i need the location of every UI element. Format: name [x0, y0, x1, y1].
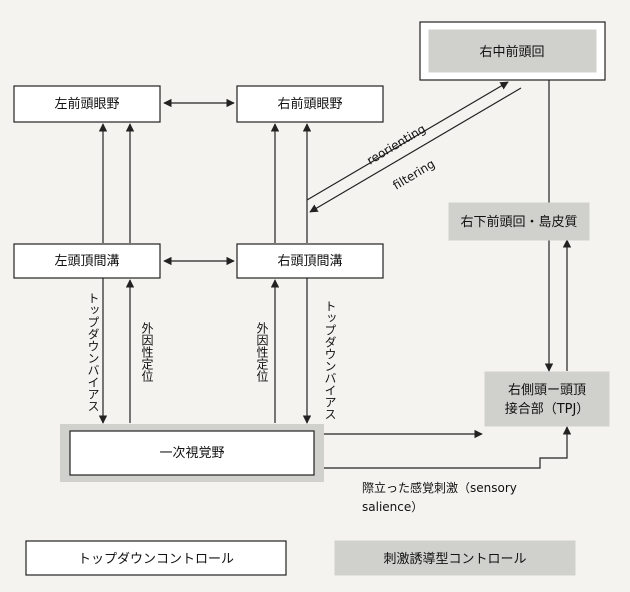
right-ips-box: [236, 243, 384, 279]
legend-stimulus-label: 刺激誘導型コントロール: [383, 552, 526, 567]
right-ifg-box: [448, 202, 590, 241]
salience-label-line2: salience）: [362, 500, 423, 514]
visual-cortex-label: 一次視覚野: [159, 445, 224, 461]
legend-topdown-box: [25, 540, 287, 576]
filtering-label: filtering: [390, 157, 437, 193]
right-fef-label: 右前頭眼野: [277, 96, 342, 112]
salience-label-line1: 際立った感覚刺激（sensory: [362, 480, 517, 495]
left-fef-box: [13, 85, 161, 123]
right-ifg-label: 右下前頭回・島皮質: [460, 214, 577, 230]
right-mfg-label: 右中前頭回: [479, 44, 544, 60]
right-ips-label: 右頭頂間溝: [277, 254, 342, 269]
right-fef-box: [236, 85, 384, 123]
arrow-filtering: [309, 87, 522, 213]
exo-orient-right-label: 外因性定位: [255, 322, 269, 382]
right-mfg-box: [428, 29, 597, 73]
tpj-label-line1: 右側頭ー頭頂: [508, 383, 586, 398]
exo-orient-left-label: 外因性定位: [140, 322, 154, 382]
legend-stimulus-box: [334, 540, 576, 576]
left-ips-label: 左頭頂間溝: [54, 254, 119, 269]
left-fef-label: 左前頭眼野: [54, 96, 119, 112]
tpj-box: [484, 371, 610, 427]
topdown-bias-left-label: トップダウンバイアス: [86, 292, 100, 412]
tpj-label-line2: 接合部（TPJ）: [505, 401, 590, 417]
arrow-salience-to-tpj: [320, 426, 572, 469]
visual-cortex-box: [69, 430, 315, 476]
legend-topdown-label: トップダウンコントロール: [78, 552, 234, 567]
arrow-reorienting: [306, 81, 509, 201]
left-ips-box: [13, 243, 161, 279]
topdown-bias-right-label: トップダウンバイアス: [323, 300, 337, 420]
